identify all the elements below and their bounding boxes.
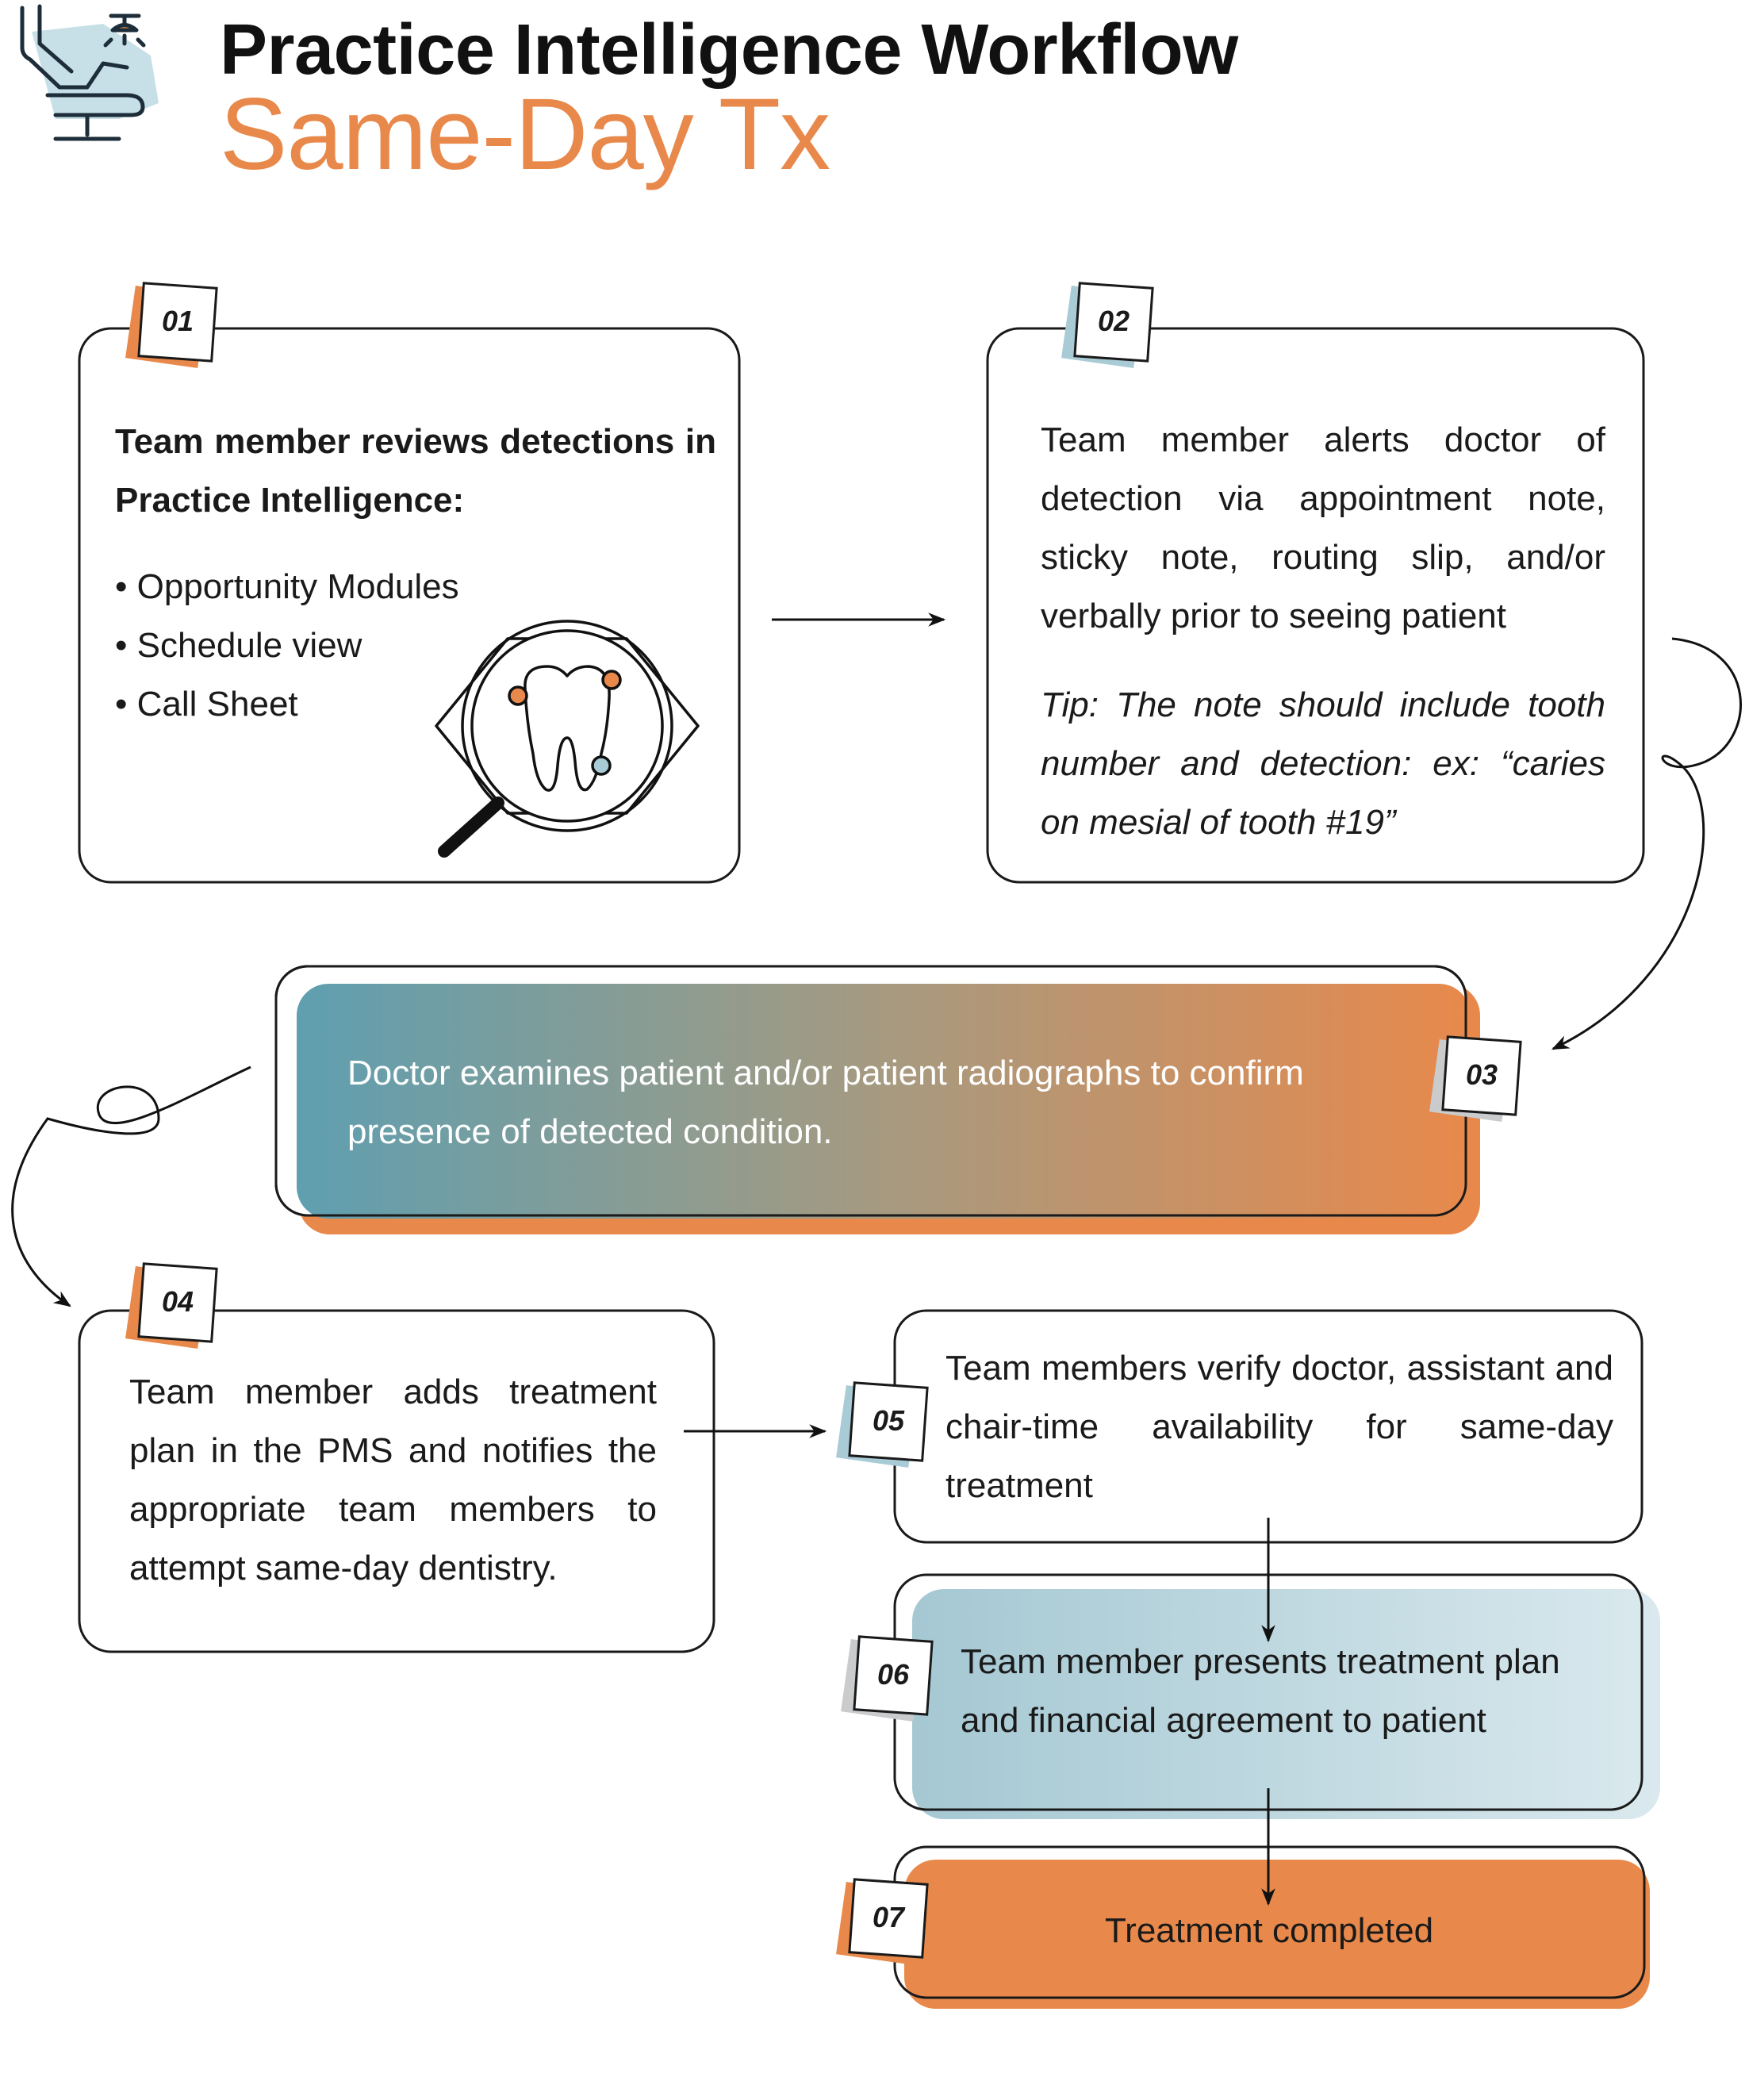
step-01-bullet-list: Opportunity Modules Schedule view Call S… [115, 558, 459, 734]
list-item: Opportunity Modules [115, 558, 459, 616]
list-item: Call Sheet [115, 675, 459, 734]
dental-chair-icon [22, 6, 159, 139]
step-03-text: Doctor examines patient and/or patient r… [347, 1044, 1426, 1161]
list-item: Schedule view [115, 616, 459, 675]
step-02-text: Team member alerts doctor of detection v… [1041, 411, 1605, 646]
step-07-text: Treatment completed [896, 1902, 1642, 1960]
badge-04-label: 04 [138, 1285, 217, 1319]
badge-05-label: 05 [849, 1404, 928, 1438]
step-01-heading: Team member reviews detections in Practi… [115, 413, 716, 530]
step-04-text: Team member adds treatment plan in the P… [129, 1363, 657, 1598]
badge-02-label: 02 [1074, 305, 1153, 338]
badge-01-label: 01 [138, 305, 217, 338]
badge-03-label: 03 [1442, 1058, 1521, 1092]
step-06-text: Team member presents treatment plan and … [961, 1633, 1627, 1750]
step-05-text: Team members verify doctor, assistant an… [945, 1339, 1613, 1515]
page-subtitle: Same-Day Tx [220, 76, 830, 193]
badge-06-label: 06 [853, 1658, 933, 1691]
step-02-tip: Tip: The note should include tooth numbe… [1041, 676, 1605, 852]
